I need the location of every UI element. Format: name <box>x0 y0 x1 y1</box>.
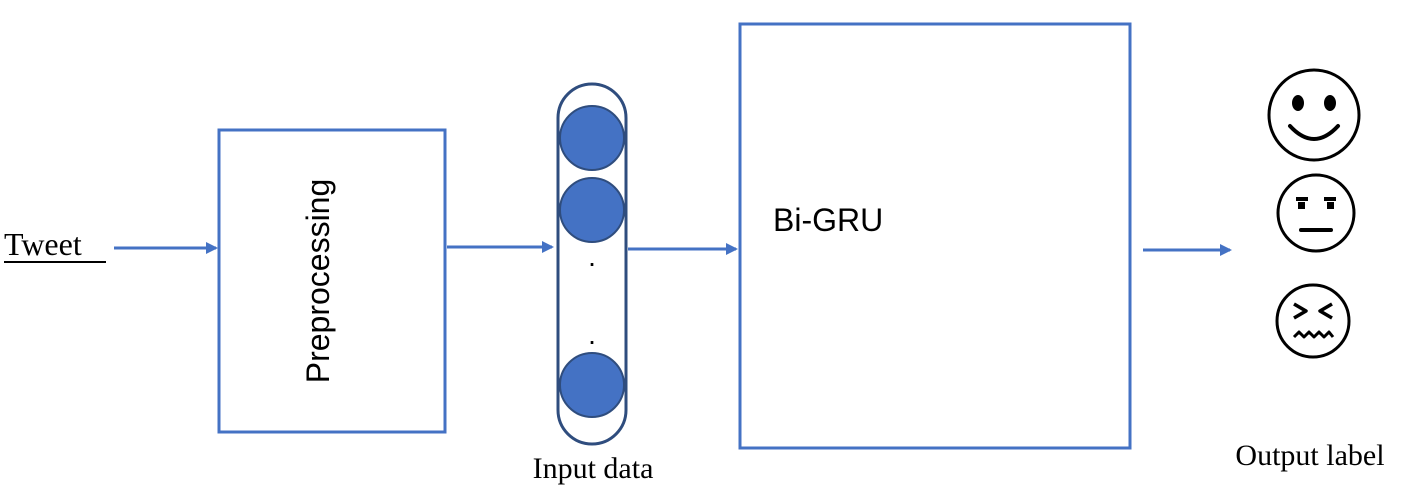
input-data-caption: Input data <box>533 452 654 485</box>
input-vector-node <box>559 177 625 243</box>
smiley-face-icon <box>1267 68 1361 162</box>
input-vector-ellipsis-dot: . <box>588 319 596 350</box>
bigru-box <box>738 22 1132 450</box>
input-vector-node <box>559 105 625 171</box>
input-data-vector: . . <box>556 82 628 446</box>
input-vector-outline <box>556 82 628 446</box>
input-vector-node <box>559 352 625 418</box>
tweet-label: Tweet <box>4 226 82 262</box>
input-vector-ellipsis-dot: . <box>588 241 596 272</box>
preprocessing-box <box>217 128 447 434</box>
bigru-label: Bi-GRU <box>773 202 883 238</box>
upset-face-icon <box>1275 283 1351 359</box>
output-label-caption: Output label <box>1235 439 1384 472</box>
neutral-face-icon <box>1276 173 1356 253</box>
preprocessing-label: Preprocessing <box>300 179 336 384</box>
